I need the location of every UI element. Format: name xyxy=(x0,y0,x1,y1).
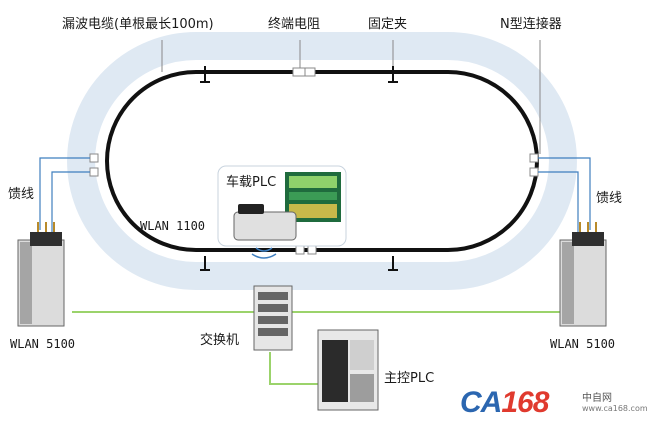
label-wlan-5100-left: WLAN 5100 xyxy=(10,337,76,351)
label-leaky-cable: 漏波电缆(单根最长100m) xyxy=(62,17,214,32)
label-wlan-1100: WLAN 1100 xyxy=(140,219,206,233)
watermark-url: www.ca168.com xyxy=(582,404,648,413)
wlan-5100-left-device xyxy=(17,222,65,327)
switch-device xyxy=(253,285,293,351)
wlan-1100-device xyxy=(233,204,297,259)
label-wlan-5100-right: WLAN 5100 xyxy=(550,337,616,351)
watermark-site: 中自网 xyxy=(582,393,612,404)
n-connectors xyxy=(89,153,539,177)
label-feeder-right: 馈线 xyxy=(596,191,623,206)
clamp-marks xyxy=(200,66,398,271)
leaky-cable-loop xyxy=(105,70,539,252)
label-termination: 终端电阻 xyxy=(268,17,321,32)
label-n-connector: N型连接器 xyxy=(500,17,562,32)
label-switch: 交换机 xyxy=(200,333,240,348)
watermark-brand: CA168 xyxy=(460,386,549,419)
main-plc-device xyxy=(317,329,379,411)
label-feeder-left: 馈线 xyxy=(8,187,35,202)
label-leaders xyxy=(161,40,541,154)
ethernet-lines xyxy=(72,311,560,385)
watermark-logo: CA168 中自网 www.ca168.com xyxy=(460,386,648,424)
track-halo xyxy=(67,32,577,290)
label-main-plc: 主控PLC xyxy=(384,371,435,386)
wlan-5100-right-device xyxy=(559,222,607,327)
feeder-lines xyxy=(39,157,591,232)
label-clamp: 固定夹 xyxy=(368,17,408,32)
label-vehicle-plc: 车载PLC xyxy=(226,175,277,190)
